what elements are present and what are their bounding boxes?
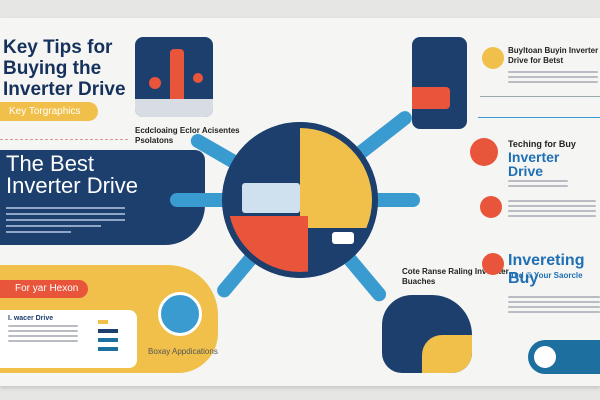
gear-icon	[470, 138, 498, 166]
section2-title: Inverter Drive	[508, 149, 560, 179]
document-icon	[482, 47, 504, 69]
panel-text	[0, 197, 125, 233]
main-title: Key Tips for Buying the Inverter Drive	[3, 37, 126, 100]
spec-card: I. wacer Drive	[0, 310, 137, 368]
inverter-icon	[480, 196, 502, 218]
card-bars	[98, 320, 128, 351]
drive-illustration	[412, 37, 467, 129]
section3-title: Invereting Buy	[508, 252, 585, 287]
shield-icon	[534, 346, 556, 368]
image-caption: Ecdcloaing Eclor Acisentes Psolatons	[135, 126, 240, 145]
machine-icon	[158, 292, 202, 336]
factory-illustration	[135, 37, 213, 117]
section3-subtitle: Tsd © Your Saorcle	[510, 271, 583, 280]
bottom-illustration	[382, 295, 472, 373]
section3-icon	[482, 253, 504, 275]
center-caption: Cote Ranse Raling Invercter Buaches	[402, 267, 509, 286]
section1-title: Buyltoan Buyin Inverter Drive for Betst	[508, 46, 599, 65]
card-title: I. wacer Drive	[8, 315, 54, 322]
app-label: Boxay Appdications	[148, 347, 218, 356]
bottom-pill: For yar Hexon	[0, 280, 88, 298]
shield-badge	[528, 340, 600, 374]
key-pill: Key Torgraphics	[0, 102, 98, 121]
divider	[0, 139, 128, 140]
section2-kicker: Teching for Buy	[508, 139, 576, 149]
panel-title: The Best Inverter Drive	[6, 151, 139, 198]
center-wheel-front	[222, 122, 378, 278]
